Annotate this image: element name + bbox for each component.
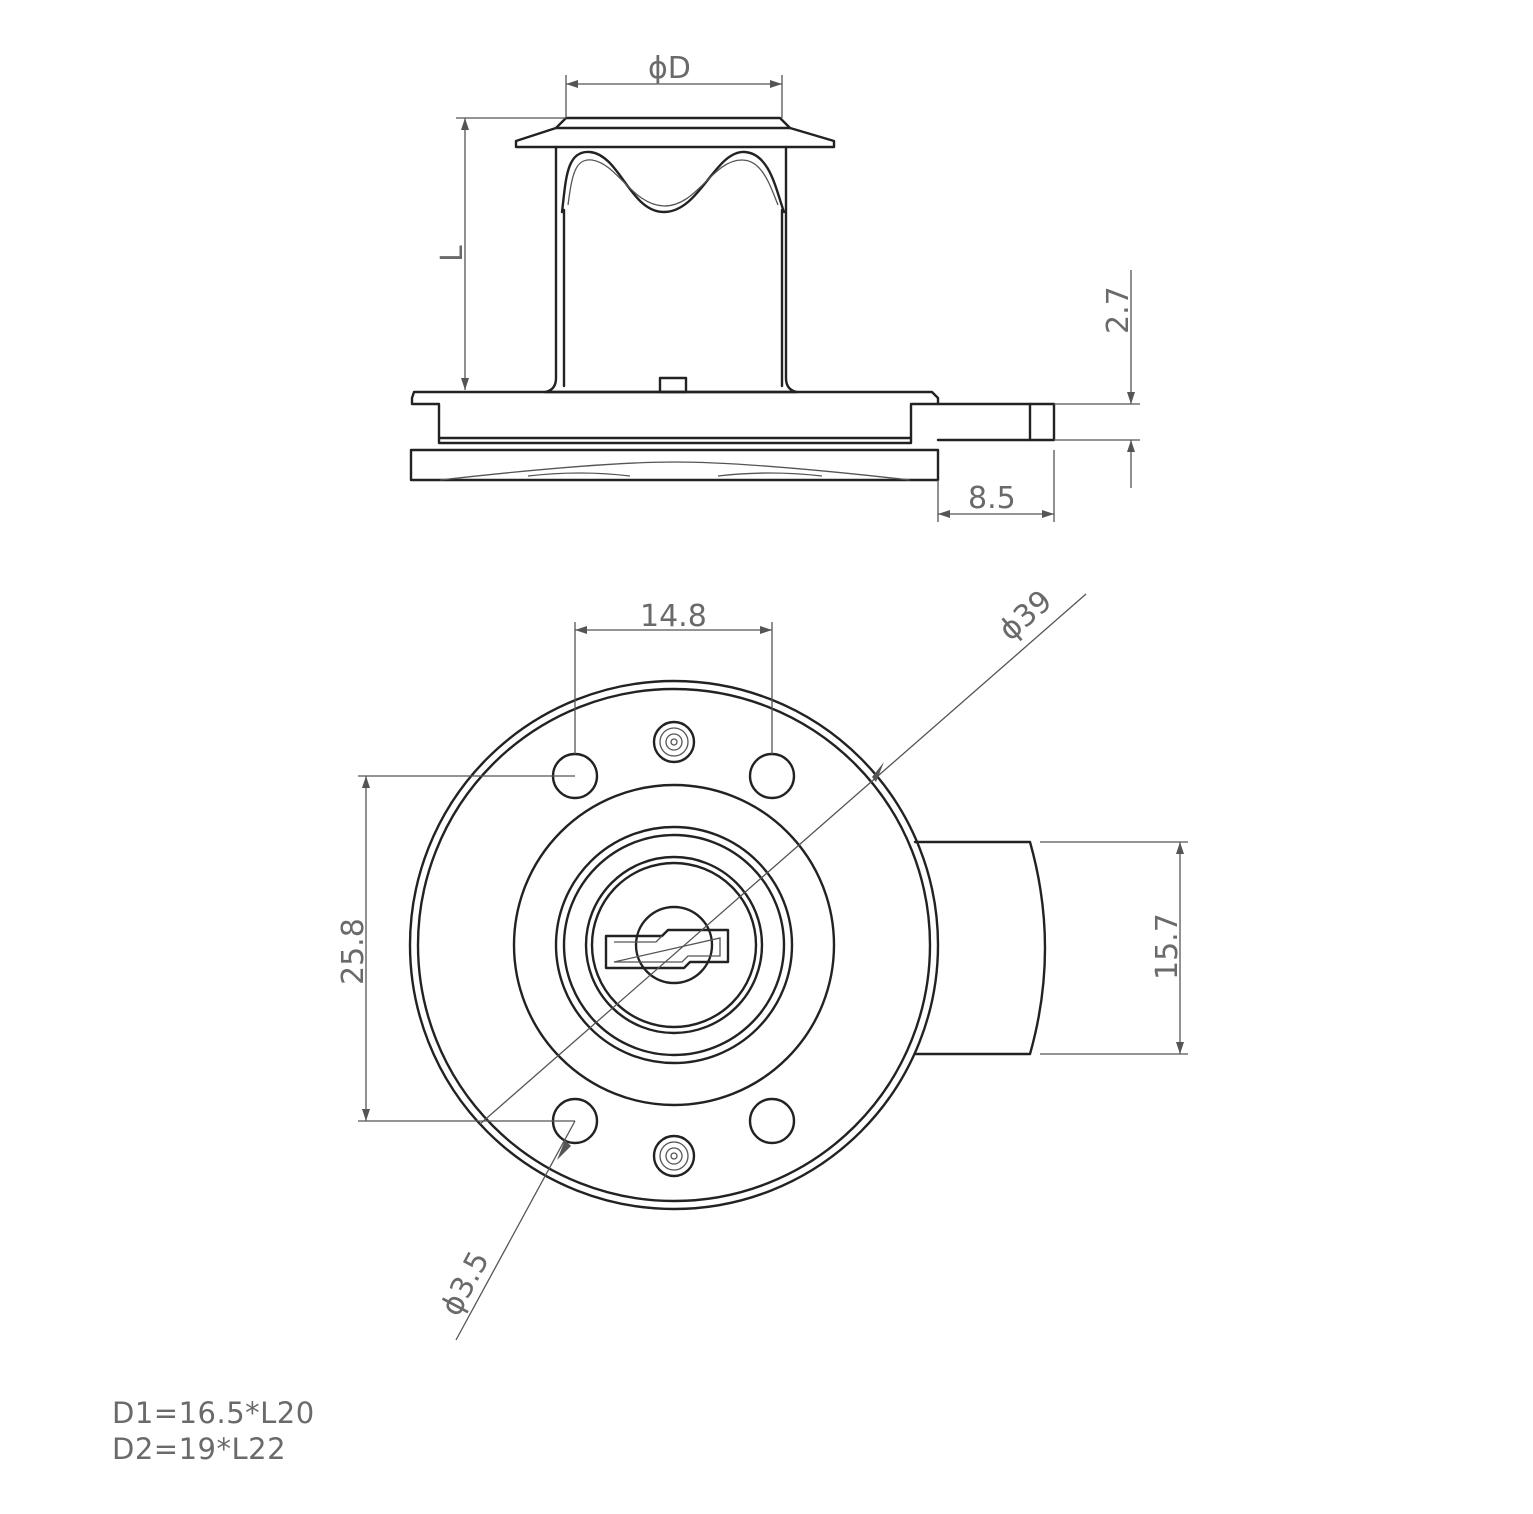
mounting-hole-top-right xyxy=(748,752,796,800)
dim-diameter-d: ϕD xyxy=(648,51,691,86)
dim-height-2-7: 2.7 xyxy=(1101,286,1136,334)
note-d2: D2=19*L22 xyxy=(112,1432,287,1466)
top-flange xyxy=(514,116,836,149)
mounting-hole-bottom-right xyxy=(748,1097,796,1145)
bottom-plate xyxy=(409,448,940,482)
screw-bottom xyxy=(652,1134,696,1178)
dim-cam-width-15-7: 15.7 xyxy=(1150,913,1185,980)
side-view: ϕD L 2.7 8.5 xyxy=(409,51,1140,522)
base-plate xyxy=(410,390,940,445)
dim-spacing-14-8: 14.8 xyxy=(640,599,707,634)
dim-width-8-5: 8.5 xyxy=(968,481,1016,516)
dim-hole-spacing-25-8: 25.8 xyxy=(336,918,371,985)
keyway xyxy=(604,928,730,970)
dim-hole-diameter: ϕ3.5 xyxy=(434,1246,497,1322)
screw-top xyxy=(652,720,696,764)
cam-block xyxy=(913,840,1047,1056)
mid-ring xyxy=(512,783,836,1107)
cylinder-body xyxy=(543,145,799,394)
dim-outer-diameter: ϕ39 xyxy=(992,584,1059,648)
dim-length-l: L xyxy=(435,245,470,262)
key-cylinder xyxy=(584,855,764,1035)
outer-flange-circle xyxy=(408,679,940,1211)
wavy-cut xyxy=(560,150,786,214)
note-d1: D1=16.5*L20 xyxy=(112,1396,315,1430)
cam-tongue xyxy=(936,402,1056,442)
front-view: 14.8 ϕ39 25.8 15.7 ϕ3.5 xyxy=(336,584,1188,1341)
